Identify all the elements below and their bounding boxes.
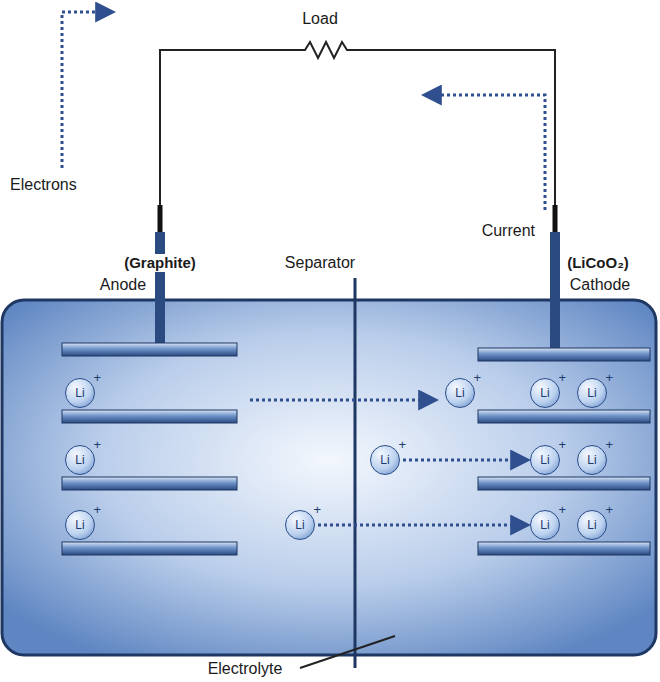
ion-symbol: Li bbox=[531, 518, 559, 532]
leader-line bbox=[300, 636, 395, 668]
lithium-ion: Li+ bbox=[370, 445, 400, 475]
cathode-rod bbox=[550, 232, 560, 350]
material-label: (LiCoO₂) bbox=[565, 254, 631, 272]
lithium-ion: Li+ bbox=[530, 378, 560, 408]
lithium-ion: Li+ bbox=[65, 445, 95, 475]
ion-charge: + bbox=[558, 438, 566, 451]
electrode-label: Anode bbox=[98, 276, 148, 294]
external-circuit-wire bbox=[160, 42, 555, 208]
ion-symbol: Li bbox=[578, 518, 606, 532]
ion-charge: + bbox=[93, 438, 101, 451]
ion-charge: + bbox=[93, 371, 101, 384]
ion-charge: + bbox=[473, 371, 481, 384]
cell-housing bbox=[2, 300, 656, 655]
lithium-ion: Li+ bbox=[445, 378, 475, 408]
ion-charge: + bbox=[605, 371, 613, 384]
flow-label: Current bbox=[480, 222, 537, 240]
lithium-ion: Li+ bbox=[65, 378, 95, 408]
lithium-ion: Li+ bbox=[285, 510, 315, 540]
lithium-ion: Li+ bbox=[530, 445, 560, 475]
electrode-label: Cathode bbox=[568, 276, 633, 294]
ion-migration-arrow bbox=[250, 399, 435, 402]
lithium-ion: Li+ bbox=[65, 510, 95, 540]
ion-symbol: Li bbox=[531, 453, 559, 467]
ion-symbol: Li bbox=[66, 518, 94, 532]
ion-symbol: Li bbox=[578, 453, 606, 467]
lithium-ion: Li+ bbox=[577, 378, 607, 408]
ion-charge: + bbox=[605, 438, 613, 451]
ion-migration-arrow bbox=[318, 524, 527, 527]
lithium-ion: Li+ bbox=[577, 445, 607, 475]
ion-charge: + bbox=[93, 503, 101, 516]
ion-symbol: Li bbox=[66, 386, 94, 400]
ion-symbol: Li bbox=[578, 386, 606, 400]
ion-charge: + bbox=[558, 371, 566, 384]
component-label: Load bbox=[300, 10, 340, 28]
anode-terminal bbox=[158, 205, 163, 232]
current-flow-arrow bbox=[425, 95, 545, 210]
ion-charge: + bbox=[605, 503, 613, 516]
part-label: Separator bbox=[283, 254, 357, 272]
ion-symbol: Li bbox=[286, 518, 314, 532]
anode-rod bbox=[155, 232, 165, 346]
flow-label: Electrons bbox=[8, 176, 79, 194]
lithium-ion: Li+ bbox=[577, 510, 607, 540]
ion-symbol: Li bbox=[371, 453, 399, 467]
cathode-terminal bbox=[553, 205, 558, 232]
material-label: (Graphite) bbox=[122, 254, 198, 272]
lithium-ion: Li+ bbox=[530, 510, 560, 540]
ion-symbol: Li bbox=[531, 386, 559, 400]
ion-charge: + bbox=[398, 438, 406, 451]
part-label: Electrolyte bbox=[206, 660, 285, 678]
ion-charge: + bbox=[558, 503, 566, 516]
ion-symbol: Li bbox=[446, 386, 474, 400]
cathode-layers bbox=[478, 348, 650, 555]
separator-membrane bbox=[354, 278, 357, 668]
ion-symbol: Li bbox=[66, 453, 94, 467]
ion-charge: + bbox=[313, 503, 321, 516]
electron-flow-arrow bbox=[62, 12, 112, 168]
anode-layers bbox=[62, 343, 237, 555]
ion-migration-arrow bbox=[403, 459, 527, 462]
